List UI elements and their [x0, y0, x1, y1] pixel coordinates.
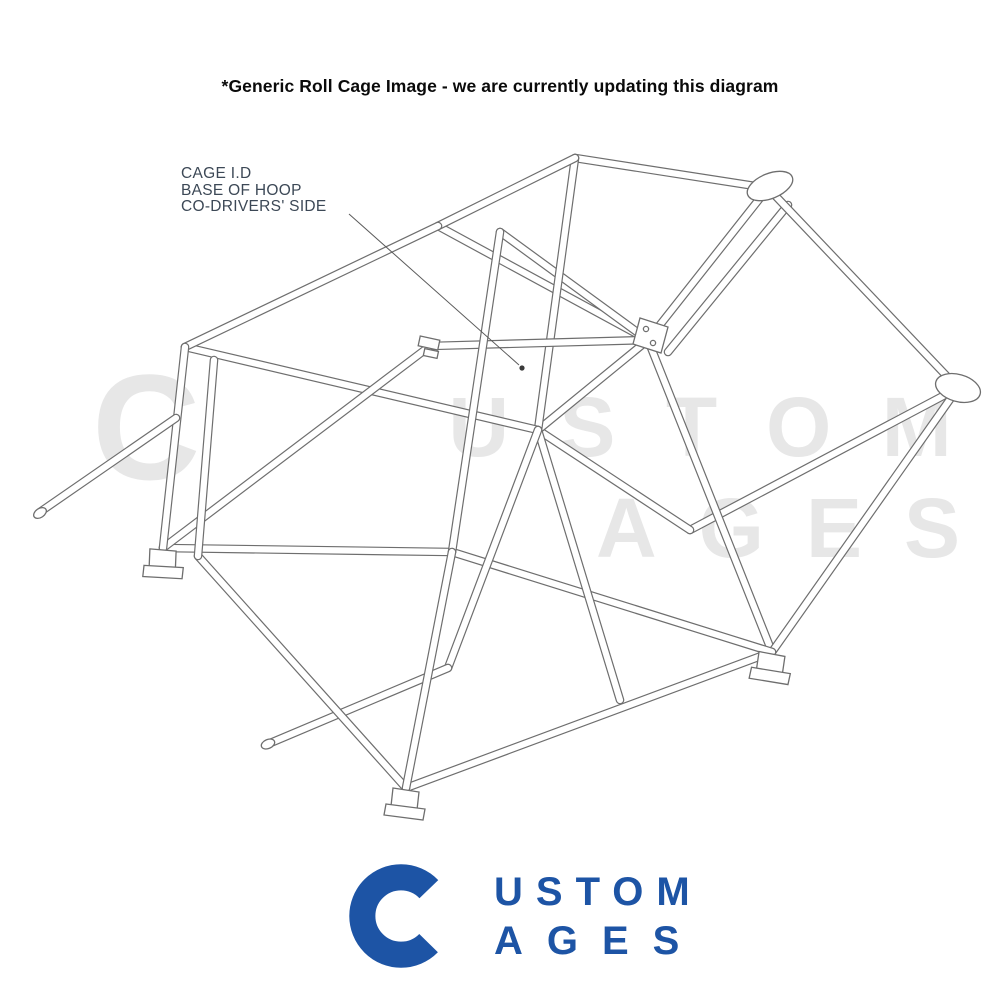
logo-word-ustom: USTOM	[494, 869, 703, 914]
cage-id-callout: CAGE I.D BASE OF HOOP CO-DRIVERS' SIDE	[181, 165, 327, 216]
custom-cages-logo: USTOM AGES	[326, 858, 703, 974]
logo-text: USTOM AGES	[494, 872, 703, 961]
header-note: *Generic Roll Cage Image - we are curren…	[221, 76, 779, 96]
logo-word-ages: AGES	[494, 918, 704, 963]
callout-line-2: BASE OF HOOP	[181, 181, 302, 199]
callout-line-1: CAGE I.D	[181, 165, 252, 182]
logo-c-icon	[349, 864, 453, 968]
watermark-ages: AGES	[596, 481, 1000, 575]
callout-line-3: CO-DRIVERS' SIDE	[181, 198, 327, 215]
